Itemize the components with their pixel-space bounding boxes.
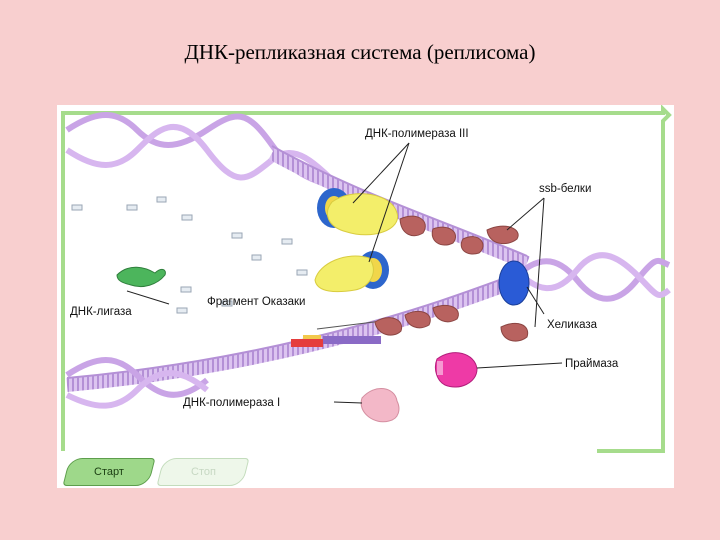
helicase [498,260,530,306]
dna-polymerase-1 [360,388,400,423]
dna-ligase [116,266,166,288]
label-helicase: Хеликаза [547,319,598,331]
stop-button[interactable]: Стоп [156,458,250,486]
daughter-dna-helix [509,252,671,302]
stop-button-label: Стоп [190,466,216,478]
start-button[interactable]: Старт [62,458,156,486]
start-button-label: Старт [94,466,124,478]
label-okazaki-fragment: Фрагмент Оказаки [207,296,305,308]
panel-frame [61,105,672,453]
ssb-proteins [374,215,529,342]
parental-dna-helix [65,112,360,208]
replisome-diagram: ДНК-полимераза III ssb-белки ДНК-лигаза … [61,105,672,453]
label-primase: Праймаза [565,358,619,370]
label-ssb-proteins: ssb-белки [539,183,591,195]
animation-panel: ДНК-полимераза III ssb-белки ДНК-лигаза … [57,105,674,488]
pointer-lines [126,142,563,404]
label-dna-polymerase-1: ДНК-полимераза I [183,397,280,409]
dna-polymerase-3-top [317,188,398,236]
label-dna-ligase: ДНК-лигаза [70,306,132,318]
dna-polymerase-3-bottom [314,251,389,293]
label-dna-polymerase-3: ДНК-полимераза III [365,128,469,140]
primase [434,352,478,388]
slide-title: ДНК-репликазная система (реплисома) [184,40,536,64]
leading-strand [268,145,530,270]
